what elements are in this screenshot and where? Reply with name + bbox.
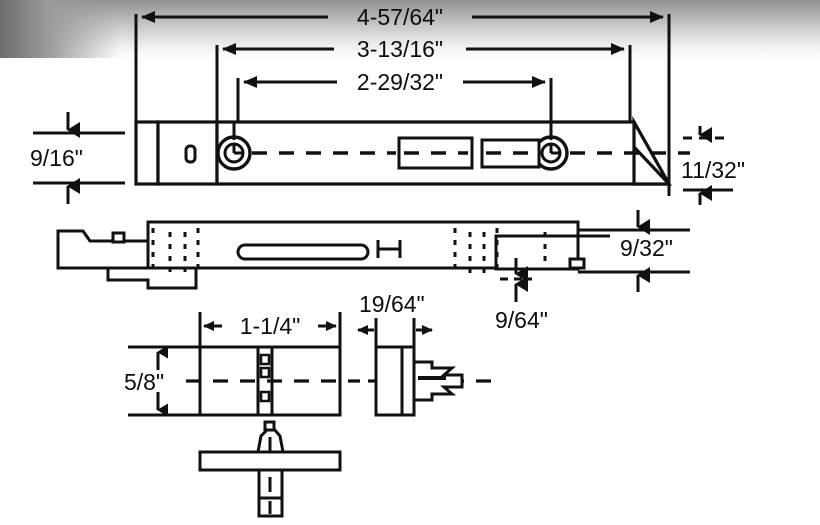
detail-pin-barb bbox=[412, 360, 464, 402]
dim-tab-offset-group bbox=[500, 258, 532, 302]
top-view-dimension-lines bbox=[134, 11, 671, 196]
side-view-hidden-lines bbox=[151, 228, 547, 276]
dim-plate-width-label: 9/16" bbox=[30, 145, 83, 171]
dim-pin-head-group bbox=[357, 318, 433, 350]
dim-block-height-label: 5/8" bbox=[124, 369, 164, 395]
top-view-left-slot bbox=[184, 144, 197, 164]
detail-pin-head bbox=[374, 345, 416, 417]
top-view-slot-b bbox=[480, 138, 541, 169]
detail-tee-geometry bbox=[198, 420, 342, 518]
dim-block-height-group bbox=[128, 345, 200, 417]
dim-screw-spacing-label: 2-29/32" bbox=[357, 69, 443, 95]
dim-overall-length-label: 4-57/64" bbox=[357, 4, 443, 30]
detail-block-internal-teeth bbox=[259, 353, 271, 403]
dim-body-height-label: 9/32" bbox=[620, 235, 673, 261]
dim-bolt-width-label: 11/32" bbox=[681, 157, 745, 183]
dim-bolt-width-group bbox=[683, 126, 733, 205]
top-view-screw-right bbox=[533, 122, 569, 171]
dim-body-height-group bbox=[578, 210, 690, 292]
side-view-geometry bbox=[56, 220, 610, 290]
dim-pin-head-label: 19/64" bbox=[359, 291, 425, 317]
dim-block-length-label: 1-1/4" bbox=[240, 313, 301, 339]
dim-plate-to-end-label: 3-13/16" bbox=[357, 36, 443, 62]
dim-tab-offset-label: 9/64" bbox=[495, 307, 548, 333]
top-view-screw-left bbox=[216, 122, 252, 171]
dim-block-length-group bbox=[198, 312, 342, 350]
dim-plate-width-group bbox=[33, 112, 125, 204]
